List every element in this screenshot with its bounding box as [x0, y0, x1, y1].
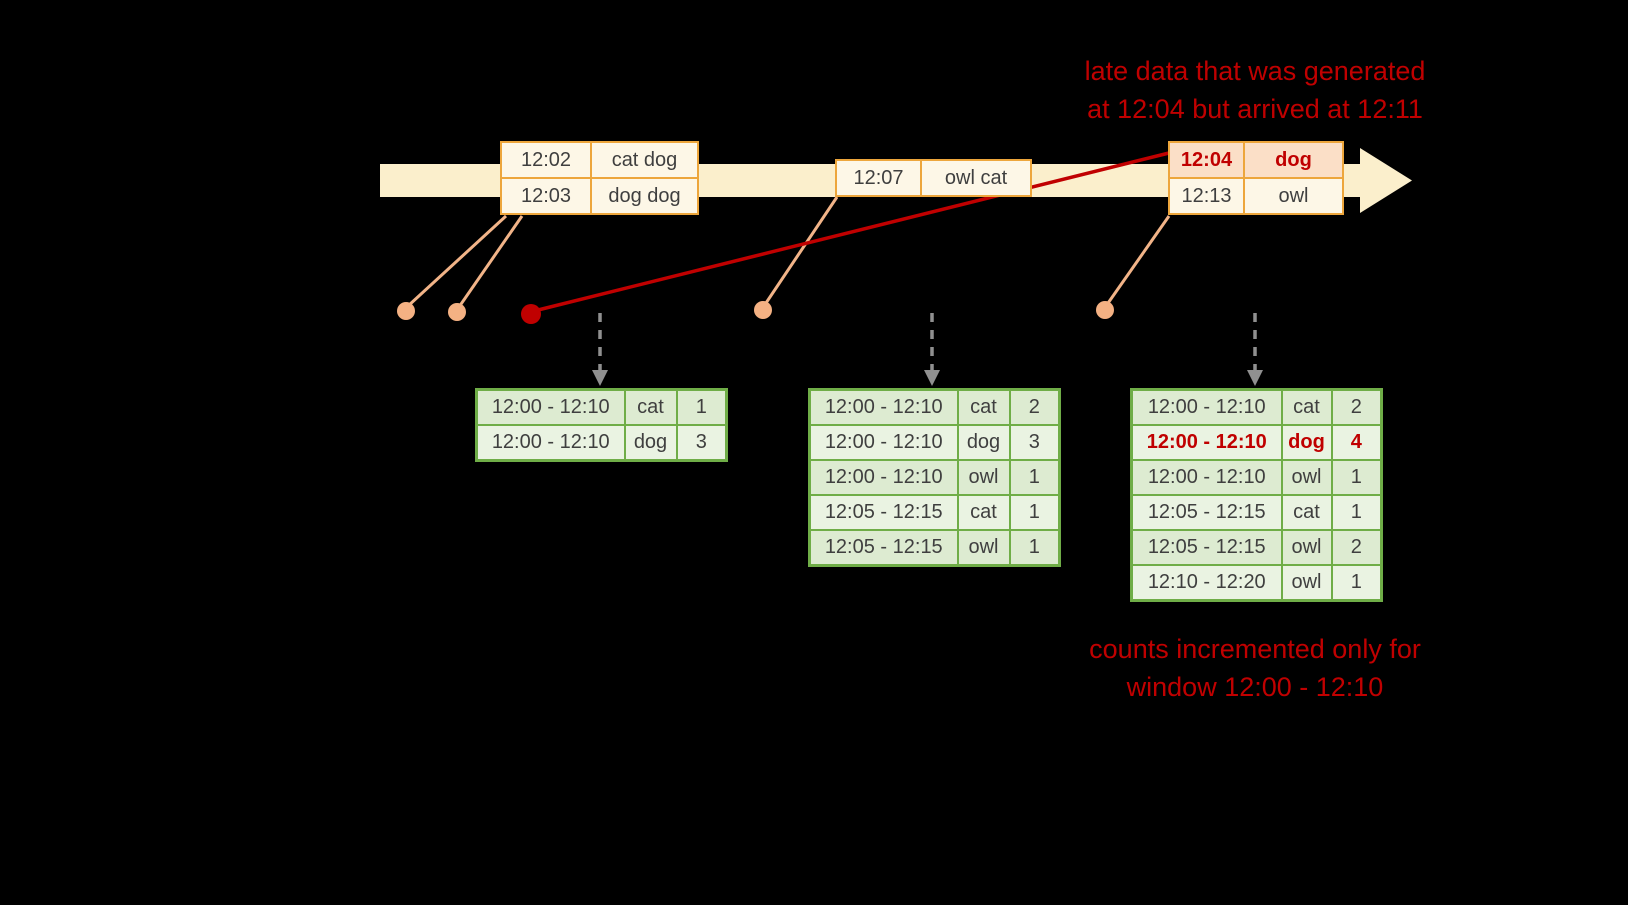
word-cell: cat — [1280, 388, 1333, 426]
connector-line — [762, 196, 839, 307]
table-row: 12:00 - 12:10 owl 1 — [1130, 459, 1383, 496]
window-cell: 12:00 - 12:10 — [1130, 424, 1283, 461]
word-cell: dog — [1280, 424, 1333, 461]
table-row: 12:10 - 12:20 owl 1 — [1130, 564, 1383, 602]
count-cell: 2 — [1330, 529, 1383, 566]
window-cell: 12:10 - 12:20 — [1130, 564, 1283, 602]
window-cell: 12:05 - 12:15 — [1130, 494, 1283, 531]
event-row: 12:02 cat dog — [500, 141, 699, 179]
trigger-arrow-icon — [1247, 313, 1263, 386]
late-data-connector-line — [533, 151, 1170, 313]
late-data-annotation-line2: at 12:04 but arrived at 12:11 — [1087, 94, 1423, 124]
event-words-cell: owl — [1243, 177, 1344, 215]
table-row-updated-late: 12:00 - 12:10 dog 4 — [1130, 424, 1383, 461]
result-table-2: 12:00 - 12:10 cat 2 12:00 - 12:10 dog 3 … — [808, 388, 1061, 567]
event-box-3: 12:04 dog 12:13 owl — [1168, 141, 1344, 215]
count-cell: 1 — [675, 388, 728, 426]
arrival-dot — [1096, 301, 1114, 319]
word-cell: owl — [1280, 529, 1333, 566]
word-cell: cat — [1280, 494, 1333, 531]
arrival-dot — [397, 302, 415, 320]
window-cell: 12:00 - 12:10 — [475, 424, 626, 462]
word-cell: dog — [956, 424, 1011, 461]
event-row-late: 12:04 dog — [1168, 141, 1344, 179]
event-time-cell: 12:13 — [1168, 177, 1245, 215]
connector-line — [406, 214, 508, 308]
word-cell: owl — [1280, 459, 1333, 496]
arrival-dot — [754, 301, 772, 319]
counts-annotation-line1: counts incremented only for — [1089, 634, 1421, 664]
window-cell: 12:05 - 12:15 — [808, 529, 959, 567]
result-table-1: 12:00 - 12:10 cat 1 12:00 - 12:10 dog 3 — [475, 388, 728, 462]
event-row: 12:07 owl cat — [835, 159, 1032, 197]
window-cell: 12:00 - 12:10 — [808, 459, 959, 496]
table-row: 12:00 - 12:10 owl 1 — [808, 459, 1061, 496]
counts-annotation-line2: window 12:00 - 12:10 — [1126, 672, 1384, 702]
event-time-cell: 12:03 — [500, 177, 592, 215]
table-row: 12:05 - 12:15 cat 1 — [1130, 494, 1383, 531]
event-words-cell: owl cat — [920, 159, 1032, 197]
window-cell: 12:05 - 12:15 — [1130, 529, 1283, 566]
window-cell: 12:00 - 12:10 — [808, 424, 959, 461]
count-cell: 1 — [1008, 494, 1061, 531]
result-table-3: 12:00 - 12:10 cat 2 12:00 - 12:10 dog 4 … — [1130, 388, 1383, 602]
table-row: 12:05 - 12:15 owl 1 — [808, 529, 1061, 567]
table-row: 12:00 - 12:10 dog 3 — [475, 424, 728, 462]
event-time-cell: 12:07 — [835, 159, 922, 197]
event-box-2: 12:07 owl cat — [835, 159, 1032, 197]
event-row: 12:13 owl — [1168, 177, 1344, 215]
window-cell: 12:00 - 12:10 — [475, 388, 626, 426]
word-cell: cat — [956, 494, 1011, 531]
count-cell: 4 — [1330, 424, 1383, 461]
counts-incremented-annotation: counts incremented only for window 12:00… — [1030, 630, 1480, 706]
table-row: 12:05 - 12:15 owl 2 — [1130, 529, 1383, 566]
word-cell: cat — [956, 388, 1011, 426]
event-time-cell: 12:02 — [500, 141, 592, 179]
timeline-arrowhead-icon — [1360, 148, 1412, 213]
word-cell: owl — [956, 459, 1011, 496]
connector-line — [457, 215, 524, 308]
event-box-1: 12:02 cat dog 12:03 dog dog — [500, 141, 699, 215]
count-cell: 1 — [1008, 529, 1061, 567]
trigger-arrow-icon — [592, 313, 608, 386]
count-cell: 1 — [1330, 459, 1383, 496]
word-cell: dog — [623, 424, 678, 462]
count-cell: 1 — [1330, 494, 1383, 531]
word-cell: owl — [956, 529, 1011, 567]
window-cell: 12:00 - 12:10 — [1130, 388, 1283, 426]
count-cell: 3 — [675, 424, 728, 462]
count-cell: 2 — [1008, 388, 1061, 426]
trigger-arrow-icon — [924, 313, 940, 386]
connector-line — [1104, 215, 1171, 307]
count-cell: 3 — [1008, 424, 1061, 461]
arrival-dot — [448, 303, 466, 321]
count-cell: 1 — [1330, 564, 1383, 602]
window-cell: 12:00 - 12:10 — [808, 388, 959, 426]
window-cell: 12:00 - 12:10 — [1130, 459, 1283, 496]
count-cell: 2 — [1330, 388, 1383, 426]
table-row: 12:00 - 12:10 cat 2 — [1130, 388, 1383, 426]
event-words-cell: dog — [1243, 141, 1344, 179]
late-data-annotation: late data that was generated at 12:04 bu… — [1030, 52, 1480, 128]
table-row: 12:00 - 12:10 dog 3 — [808, 424, 1061, 461]
word-cell: owl — [1280, 564, 1333, 602]
late-arrival-dot — [521, 304, 541, 324]
window-cell: 12:05 - 12:15 — [808, 494, 959, 531]
table-row: 12:00 - 12:10 cat 2 — [808, 388, 1061, 426]
late-data-annotation-line1: late data that was generated — [1084, 56, 1426, 86]
word-cell: cat — [623, 388, 678, 426]
event-time-cell: 12:04 — [1168, 141, 1245, 179]
count-cell: 1 — [1008, 459, 1061, 496]
event-row: 12:03 dog dog — [500, 177, 699, 215]
table-row: 12:05 - 12:15 cat 1 — [808, 494, 1061, 531]
event-words-cell: dog dog — [590, 177, 699, 215]
event-words-cell: cat dog — [590, 141, 699, 179]
table-row: 12:00 - 12:10 cat 1 — [475, 388, 728, 426]
